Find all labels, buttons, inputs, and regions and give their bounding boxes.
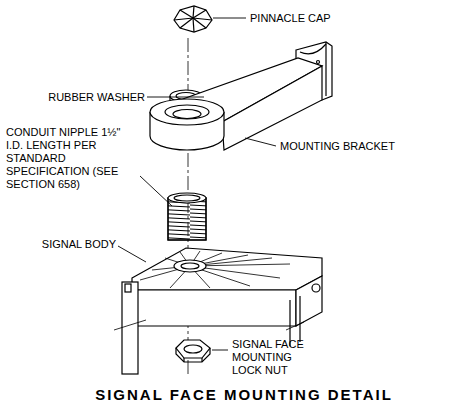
detail-title: SIGNAL FACE MOUNTING DETAIL [95, 386, 393, 403]
part-label: SIGNAL FACE MOUNTING LOCK NUT [232, 338, 322, 377]
part-label: PINNACLE CAP [250, 12, 331, 25]
part-label: SIGNAL BODY [42, 238, 116, 251]
part-label: MOUNTING BRACKET [280, 140, 395, 153]
part-label: CONDUIT NIPPLE 1½" I.D. LENGTH PER STAND… [6, 126, 140, 191]
part-label: RUBBER WASHER [48, 91, 145, 104]
